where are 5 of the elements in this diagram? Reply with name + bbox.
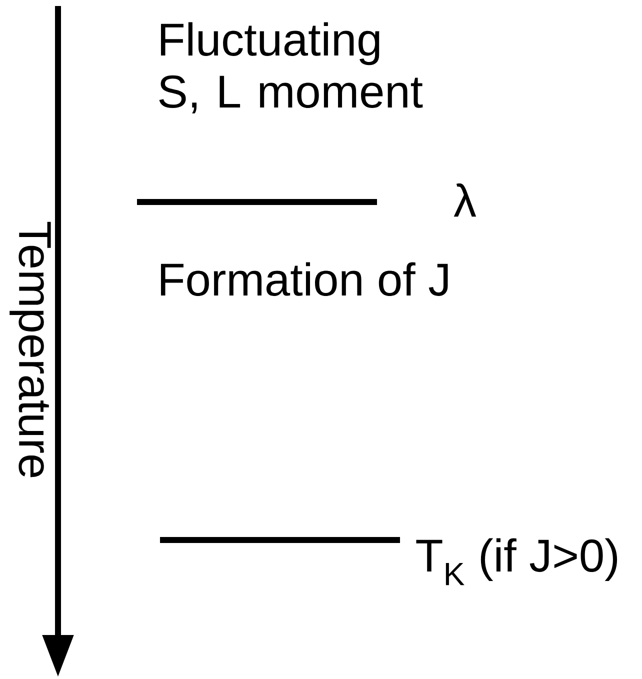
phase-label: Formation of J [160, 262, 448, 296]
level-label: λ [454, 183, 476, 217]
phase-label: Fluctuating S, L moment [159, 22, 423, 114]
axis-label: Temperature [10, 222, 51, 478]
level-label: T$_{K}$ (if J>0) [416, 538, 618, 586]
